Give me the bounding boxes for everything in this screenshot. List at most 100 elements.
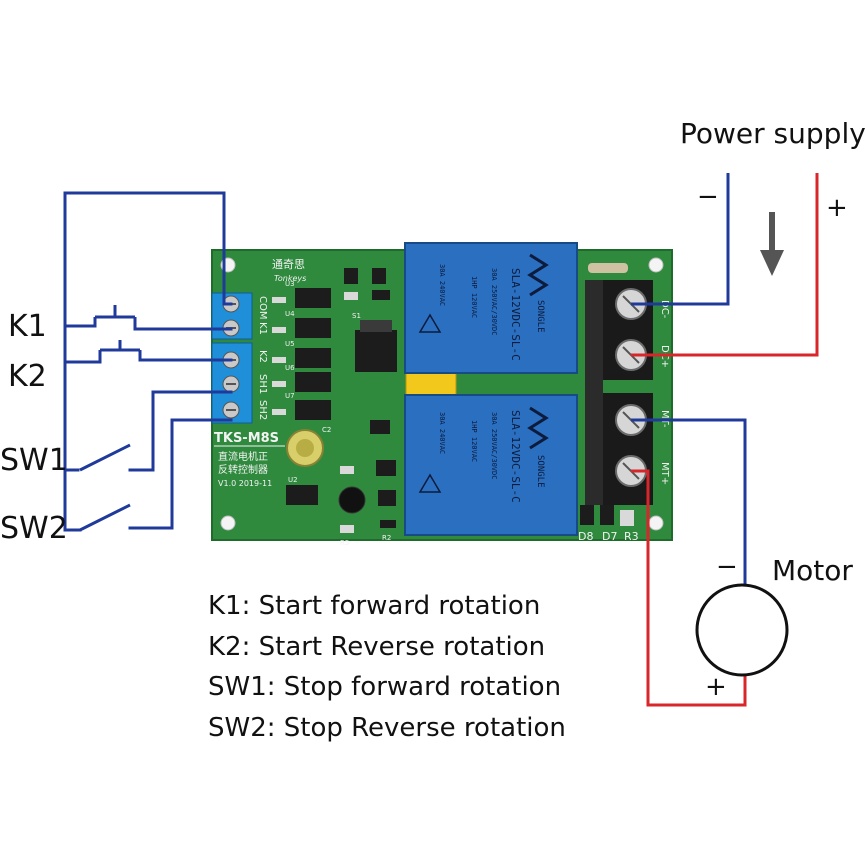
label-motor-plus: + <box>705 672 727 702</box>
terminal-label-mt-plus: MT+ <box>659 462 670 485</box>
component-label: D8 <box>578 530 593 543</box>
component-label: U4 <box>285 310 295 318</box>
wire-motor-negative <box>631 418 747 590</box>
smd-resistor <box>272 297 286 303</box>
label-ps-plus: + <box>826 193 848 223</box>
optocoupler <box>295 288 331 308</box>
terminal-housing-edge <box>585 280 603 505</box>
board-model: TKS-M8S <box>214 431 279 446</box>
songle-logo <box>527 253 549 297</box>
smd-part <box>344 268 358 284</box>
optocoupler <box>295 348 331 368</box>
component-label: D7 <box>602 530 617 543</box>
smd-resistor <box>272 327 286 333</box>
smd-resistor <box>272 409 286 415</box>
sw2-switch-symbol <box>79 503 131 532</box>
smd-part <box>580 505 594 525</box>
voltage-regulator <box>355 330 397 372</box>
sense-resistor <box>588 263 628 273</box>
smd-part <box>380 520 396 528</box>
label-ps-minus: − <box>697 182 719 212</box>
control-wiring <box>63 191 233 532</box>
k1-switch-symbol <box>93 305 137 329</box>
sw1-switch-symbol <box>79 443 131 472</box>
wire-motor-positive <box>631 469 747 707</box>
component-label: U3 <box>285 280 295 288</box>
pin-label-k2: K2 <box>257 350 268 363</box>
pin-label-k1: K1 <box>257 322 268 335</box>
board-desc-line1: 直流电机正 <box>218 450 268 463</box>
mounting-hole <box>648 257 664 273</box>
smd-part <box>376 460 396 476</box>
k2-switch-symbol <box>98 340 142 362</box>
pin-label-sh1: SH1 <box>257 374 268 394</box>
component-label: R2 <box>382 534 391 542</box>
label-motor: Motor <box>772 554 853 587</box>
terminal-label-dc-plus: DC+ <box>659 345 670 368</box>
smd-part <box>370 420 390 434</box>
regulator-tab <box>360 320 392 332</box>
relay-model: SLA-12VDC-SL-C <box>509 268 522 361</box>
label-motor-minus: − <box>716 552 738 582</box>
wire-sw2 <box>128 418 233 530</box>
arrow-down-icon <box>760 212 784 276</box>
smd-part <box>344 292 358 300</box>
legend-item: K2: Start Reverse rotation <box>208 632 545 662</box>
label-sw1: SW1 <box>0 443 68 478</box>
mounting-hole <box>648 515 664 531</box>
film-capacitor <box>405 369 457 399</box>
pin-label-sh2: SH2 <box>257 400 268 420</box>
motor-symbol <box>695 583 789 677</box>
component-label: U6 <box>285 364 295 372</box>
smd-resistor <box>272 381 286 387</box>
relay-model: SLA-12VDC-SL-C <box>509 410 522 503</box>
relay-body <box>404 394 578 536</box>
component-label: U5 <box>285 340 295 348</box>
relay-brand: SONGLE <box>535 455 545 488</box>
relay-body <box>404 242 578 374</box>
board-brand-cn: 通奇思 <box>272 258 305 271</box>
board-brand-en: Tonkeys <box>274 274 306 283</box>
warning-mark-icon <box>418 313 442 333</box>
ic-chip <box>286 485 318 505</box>
smd-resistor <box>272 357 286 363</box>
relay-rating: 30A 240VAC <box>438 264 446 306</box>
wire-ps-negative <box>631 173 730 306</box>
songle-logo <box>527 406 549 450</box>
optocoupler <box>295 372 331 392</box>
board-version: V1.0 2019-11 <box>218 479 272 488</box>
mounting-hole <box>220 515 236 531</box>
warning-mark-icon <box>418 473 442 493</box>
pin-label-com: COM <box>257 296 268 319</box>
board-desc-line2: 反转控制器 <box>218 463 268 476</box>
relay-brand: SONGLE <box>535 300 545 333</box>
relay-rating: 1HP 120VAC <box>470 276 478 318</box>
capacitor-top <box>296 439 314 457</box>
relay-forward: SLA-12VDC-SL-C SONGLE 30A 250VAC/30VDC 1… <box>404 242 578 374</box>
relay-reverse: SLA-12VDC-SL-C SONGLE 30A 250VAC/30VDC 1… <box>404 394 578 536</box>
optocoupler <box>295 318 331 338</box>
wire-com <box>63 191 233 532</box>
smd-part <box>600 505 614 525</box>
legend-item: K1: Start forward rotation <box>208 591 540 621</box>
buzzer <box>338 486 366 514</box>
smd-part <box>378 490 396 506</box>
label-power-supply: Power supply <box>680 117 866 150</box>
label-k2: K2 <box>8 359 47 394</box>
legend: K1: Start forward rotation K2: Start Rev… <box>208 591 566 743</box>
terminal-label-dc-minus: DC- <box>659 300 670 319</box>
smd-part <box>372 290 390 300</box>
smd-part <box>620 510 634 526</box>
component-label: C2 <box>322 426 331 434</box>
component-label: U2 <box>288 476 298 484</box>
component-label: S1 <box>352 312 361 320</box>
relay-rating: 1HP 120VAC <box>470 420 478 462</box>
wire-ps-positive <box>631 173 819 357</box>
optocoupler <box>295 400 331 420</box>
smd-part <box>372 268 386 284</box>
component-label: R3 <box>624 530 639 543</box>
wire-sw1 <box>128 390 233 472</box>
optocoupler-array: U3 U4 U5 U6 U7 <box>285 280 331 420</box>
smd-part <box>340 466 354 474</box>
